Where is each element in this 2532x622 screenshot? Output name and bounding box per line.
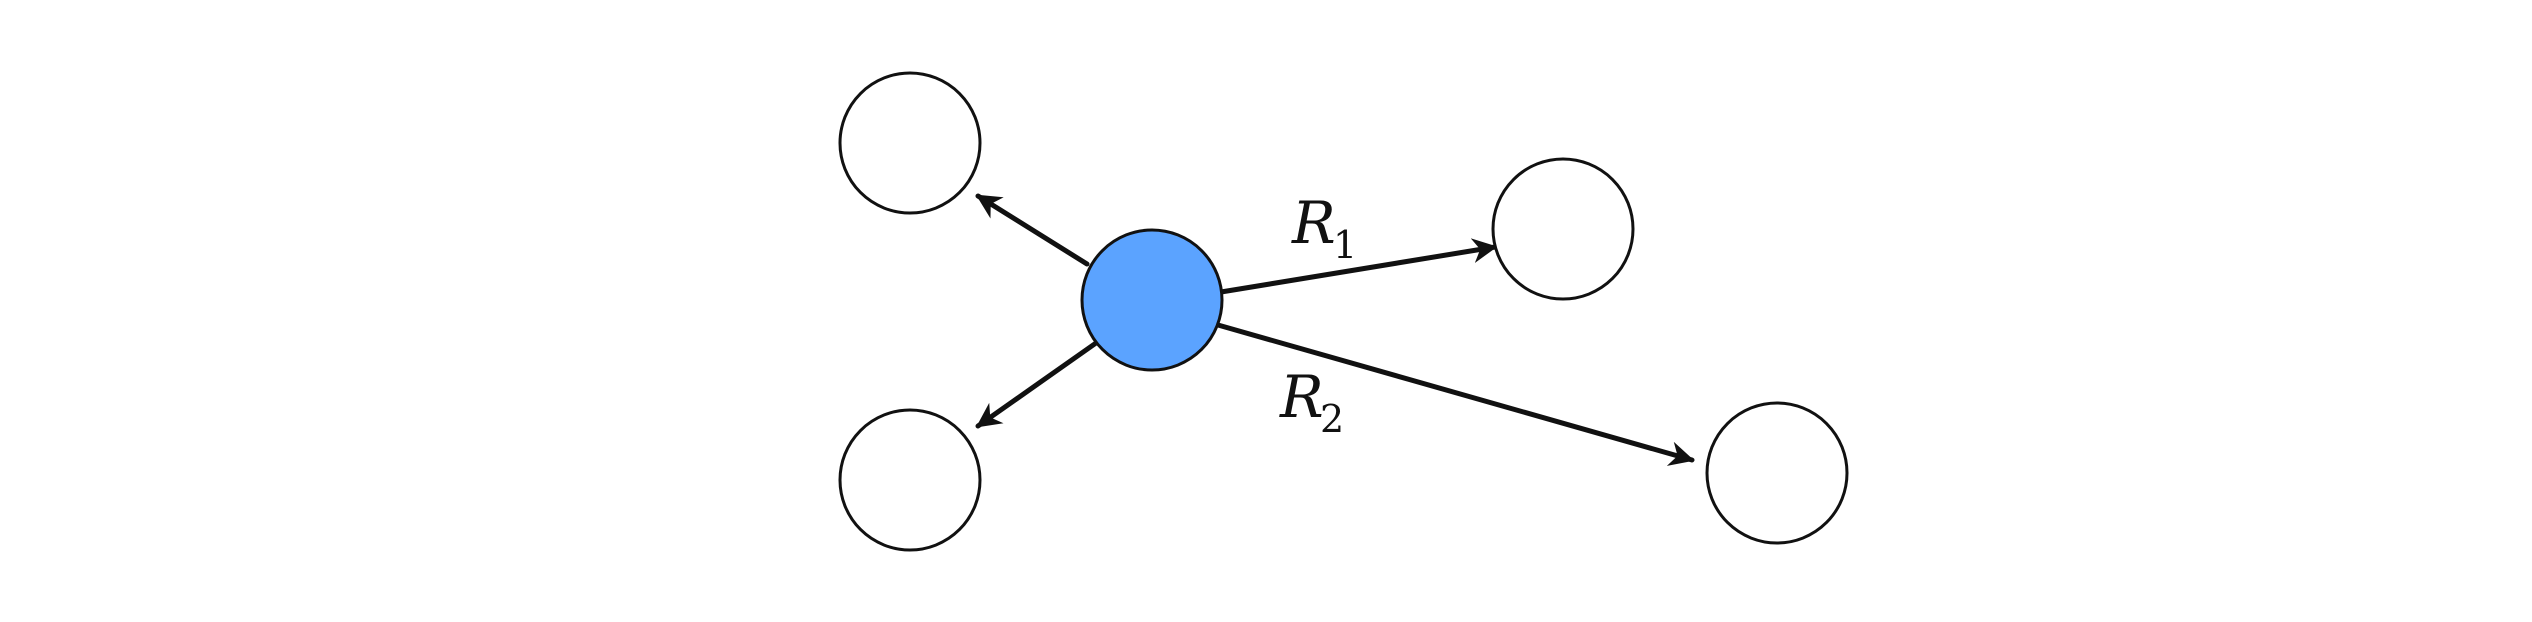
label-r1: R 1	[1291, 189, 1357, 267]
label-r2-subscript: 2	[1320, 397, 1344, 441]
label-r2-letter: R	[1279, 363, 1324, 431]
edge-to-bottom-left-node	[975, 340, 1099, 429]
edge-r2	[1215, 322, 1695, 466]
top-left-node	[838, 71, 982, 215]
bottom-right-node	[1705, 401, 1849, 545]
label-r2: R 2	[1279, 363, 1344, 441]
edge-r1	[1218, 238, 1498, 295]
bottom-left-node	[838, 408, 982, 552]
label-r1-letter: R	[1291, 189, 1336, 257]
edge-to-top-left-node	[975, 193, 1090, 267]
label-r1-subscript: 1	[1333, 223, 1357, 267]
center-node	[1080, 228, 1224, 372]
right-node	[1491, 157, 1635, 301]
